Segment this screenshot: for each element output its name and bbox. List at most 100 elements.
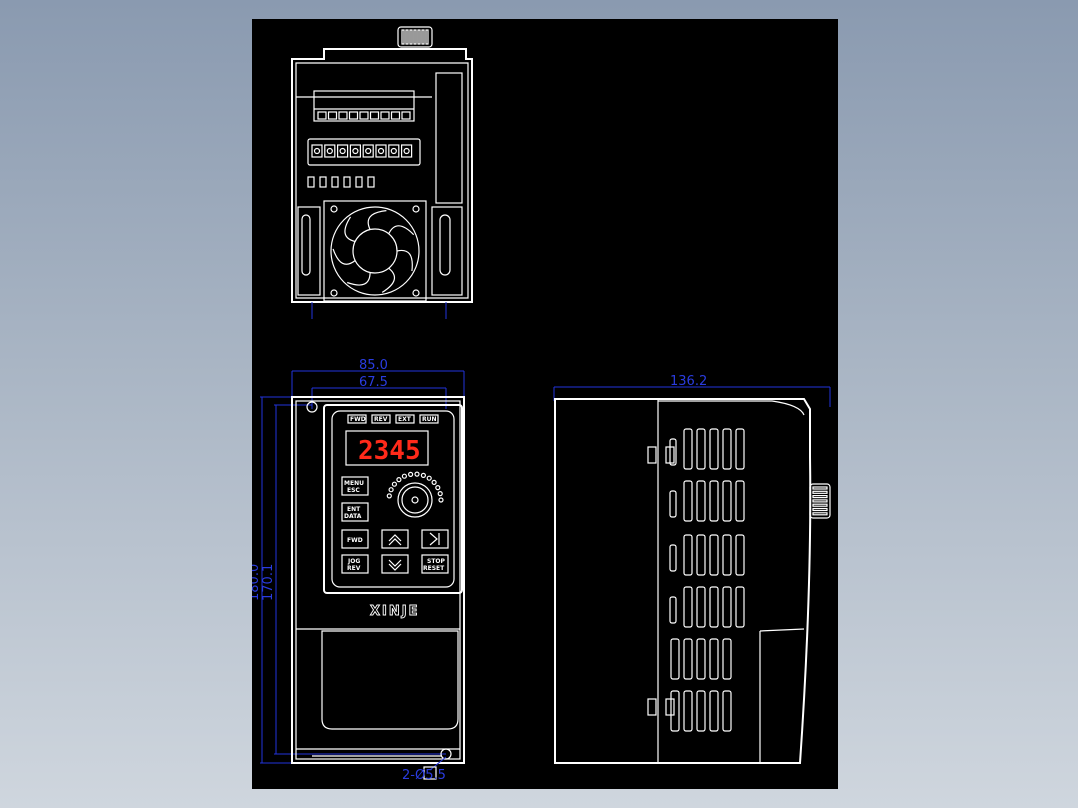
vent-slot: [683, 586, 693, 628]
dial-dot: [401, 473, 407, 479]
fan-blade: [388, 225, 415, 236]
control-terminal: [359, 111, 369, 120]
side-knob: [809, 483, 831, 519]
vent-slot: [669, 544, 677, 572]
control-terminal: [369, 111, 380, 120]
brand-logo: XINJE: [370, 604, 419, 619]
side-vent-slots: [669, 428, 745, 732]
fan-blade: [367, 210, 387, 230]
svg-text:JOG: JOG: [347, 558, 360, 565]
svg-text:ENT: ENT: [347, 506, 361, 513]
menu-esc-key: MENU ESC: [341, 476, 369, 496]
dial-dot: [388, 487, 394, 493]
front-view: 85.0 67.5 180.0 170.1 2-Ø5.5 FWD: [252, 358, 465, 783]
indicator-row: FWD REV EXT RUN: [347, 414, 439, 424]
dial-dot: [426, 475, 432, 481]
dim-overall-height: 180.0: [252, 564, 262, 601]
display-value: 2345: [358, 436, 421, 466]
top-knob-ribs: [401, 29, 429, 45]
fan-hub: [352, 228, 398, 274]
side-knob-rib: [812, 512, 828, 516]
vent-slot: [722, 480, 732, 522]
vent-slot: [722, 690, 732, 732]
vent-slot: [709, 690, 719, 732]
vent-slot: [669, 490, 677, 518]
power-terminal: [401, 144, 413, 158]
side-knob-rib: [812, 503, 828, 507]
knob-rib: [425, 29, 429, 45]
small-terminal: [319, 176, 327, 188]
fan-housing: [323, 200, 427, 302]
power-terminals: [311, 144, 413, 158]
knob-rib: [413, 29, 417, 45]
vent-slot: [696, 586, 706, 628]
vent-slot: [735, 586, 745, 628]
dial-dot: [386, 493, 392, 499]
vent-slot: [696, 638, 706, 680]
vent-slot: [735, 534, 745, 576]
stop-reset-key: STOP RESET: [421, 554, 449, 574]
fan-blade: [332, 248, 356, 265]
right-vent: [431, 206, 463, 296]
control-terminal-block: [313, 90, 415, 122]
vent-slot: [722, 534, 732, 576]
knob-rib: [421, 29, 425, 45]
control-terminal: [317, 111, 327, 120]
indicator-run: RUN: [422, 416, 437, 423]
power-terminal: [388, 144, 400, 158]
left-vent: [297, 206, 321, 296]
fan-blades: [332, 210, 415, 293]
power-terminal-block: [307, 138, 421, 166]
fwd-key: FWD: [341, 529, 369, 549]
knob-rib: [401, 29, 405, 45]
svg-text:ESC: ESC: [347, 487, 360, 494]
dial-scale-dots: [386, 471, 444, 503]
fan-blade: [381, 267, 396, 293]
top-view: [291, 26, 473, 319]
vent-slot: [696, 480, 706, 522]
fan-blade: [346, 272, 371, 286]
side-knob-rib: [812, 495, 828, 499]
small-terminal: [355, 176, 363, 188]
control-terminal: [327, 111, 338, 120]
dial-dot: [437, 491, 443, 497]
dial-dot: [408, 471, 414, 477]
vent-slot: [683, 638, 693, 680]
vent-slot: [709, 586, 719, 628]
control-terminal: [348, 111, 359, 120]
control-terminal: [401, 111, 411, 120]
knob-rib: [409, 29, 413, 45]
fan-blade: [344, 216, 356, 243]
dial-dot: [420, 472, 426, 478]
vent-slot: [683, 428, 693, 470]
top-knob: [397, 26, 433, 48]
power-terminal: [311, 144, 323, 158]
side-knob-rib: [812, 486, 828, 490]
dim-mounting-height: 170.1: [261, 564, 276, 601]
svg-text:RESET: RESET: [423, 565, 445, 572]
small-terminal: [307, 176, 315, 188]
dial-dot: [438, 497, 444, 503]
small-terminal: [367, 176, 375, 188]
vent-slot: [669, 438, 677, 466]
down-key: [381, 554, 409, 574]
cad-drawing-viewport[interactable]: 85.0 67.5 180.0 170.1 2-Ø5.5 FWD: [252, 19, 838, 789]
power-terminal: [336, 144, 349, 158]
dial-dot: [435, 485, 441, 491]
fan-blade: [396, 249, 413, 272]
up-key: [381, 529, 409, 549]
svg-text:MENU: MENU: [344, 480, 364, 487]
jog-rev-key: JOG REV: [341, 554, 369, 574]
dim-mounting-hole: 2-Ø5.5: [402, 768, 446, 783]
vent-slot: [696, 534, 706, 576]
led-display: [345, 430, 429, 466]
vent-slot: [683, 690, 693, 732]
dial-dot: [391, 481, 397, 487]
dim-depth: 136.2: [670, 374, 707, 389]
shift-key: [421, 529, 449, 549]
svg-text:STOP: STOP: [427, 558, 446, 565]
svg-text:REV: REV: [347, 565, 361, 572]
vent-slot: [683, 480, 693, 522]
dial-dot: [414, 471, 420, 477]
ent-data-key: ENT DATA: [341, 502, 369, 522]
